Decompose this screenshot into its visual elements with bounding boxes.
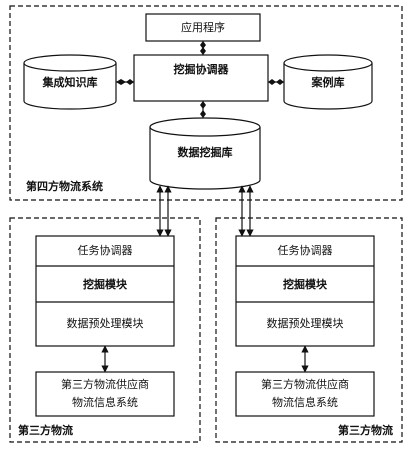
fourth-party-frame <box>9 5 403 201</box>
fourth-party-section-label: 第四方物流系统 <box>26 180 103 193</box>
connector-diamond <box>126 79 134 85</box>
right-supplier-box <box>235 371 375 417</box>
data-mining-base-cylinder <box>149 117 261 190</box>
connector-diamond <box>116 79 126 85</box>
knowledge-base-cylinder <box>23 54 117 110</box>
right-preprocess-module-label: 数据预处理模块 <box>266 317 344 330</box>
left-module-stack <box>35 235 175 347</box>
case-base-label: 案例库 <box>311 76 345 89</box>
right-task-coordinator-label: 任务协调器 <box>277 244 333 257</box>
left-supplier-line2: 物流信息系统 <box>72 396 138 409</box>
left-third-party-frame <box>9 217 201 443</box>
connector-diamond <box>200 41 206 49</box>
left-mining-module-label: 挖掘模块 <box>83 278 127 291</box>
mining-coordinator-box <box>133 54 269 102</box>
data-mining-base-label: 数据挖掘库 <box>177 146 233 159</box>
connector-diamond <box>200 110 206 118</box>
connector-diamond <box>200 101 206 109</box>
right-supplier-line2: 物流信息系统 <box>272 396 338 409</box>
connector-diamond <box>268 79 276 85</box>
connector-diamond <box>276 79 284 85</box>
right-third-party-frame <box>215 217 403 443</box>
left-third-party-label: 第三方物流 <box>18 424 73 437</box>
left-supplier-box <box>35 371 175 417</box>
right-third-party-label: 第三方物流 <box>338 424 393 437</box>
knowledge-base-label: 集成知识库 <box>42 76 98 89</box>
right-module-stack <box>235 235 375 347</box>
left-preprocess-module-label: 数据预处理模块 <box>66 317 144 330</box>
right-mining-module-label: 挖掘模块 <box>283 278 327 291</box>
case-base-cylinder <box>283 54 373 110</box>
application-label: 应用程序 <box>181 21 225 34</box>
mining-coordinator-label: 挖掘协调器 <box>173 63 229 76</box>
right-supplier-line1: 第三方物流供应商 <box>261 378 349 391</box>
connector-diamond <box>200 47 206 55</box>
left-supplier-line1: 第三方物流供应商 <box>61 378 149 391</box>
left-task-coordinator-label: 任务协调器 <box>77 244 133 257</box>
